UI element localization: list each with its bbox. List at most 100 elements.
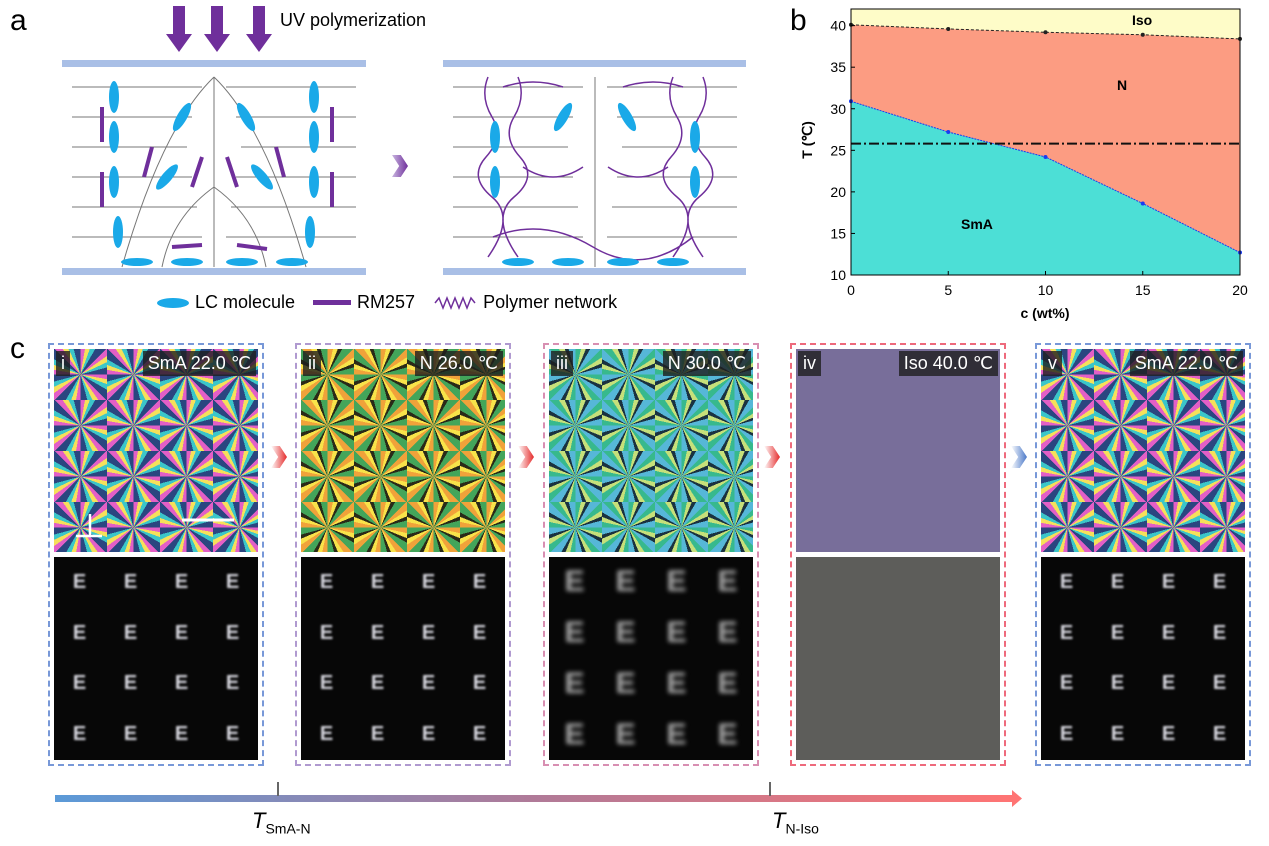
region-label: SmA <box>961 216 993 232</box>
e-pattern: E <box>225 621 240 644</box>
e-pattern: E <box>421 621 436 644</box>
point-n-iso <box>946 26 951 31</box>
e-pattern: E <box>1212 672 1227 695</box>
e-pattern: E <box>564 565 585 599</box>
chevron-right-icon <box>271 446 287 468</box>
legend: LC molecule RM257 Polymer network <box>157 292 617 313</box>
chevron-right-icon <box>518 446 534 468</box>
e-pattern: E <box>472 672 487 695</box>
pom-image: v SmA 22.0 ℃ <box>1041 349 1245 552</box>
e-pattern: E <box>717 565 738 599</box>
pom-image: i SmA 22.0 ℃ <box>54 349 258 552</box>
chevron-right-icon <box>392 155 408 177</box>
top-substrate <box>443 60 746 67</box>
e-pattern: E <box>666 616 687 650</box>
phase-temperature: Iso 40.0 ℃ <box>898 351 998 376</box>
e-pattern: E <box>615 616 636 650</box>
diffraction-image <box>796 557 1000 760</box>
y-axis-label: T (℃) <box>799 121 815 159</box>
e-pattern: E <box>72 621 87 644</box>
point-n-iso <box>1043 30 1048 35</box>
t-subscript: N-Iso <box>785 820 819 837</box>
panel-b-label: b <box>790 4 807 37</box>
e-pattern: E <box>370 621 385 644</box>
e-pattern: E <box>1110 723 1125 746</box>
bottom-substrate <box>62 268 366 275</box>
polarizer-scale-icon <box>76 514 234 538</box>
phase-temperature: SmA 22.0 ℃ <box>142 351 256 376</box>
e-pattern: E <box>1212 723 1227 746</box>
t-symbol: T <box>772 808 786 833</box>
e-pattern: E <box>370 723 385 746</box>
top-substrate <box>62 60 366 67</box>
e-pattern: E <box>123 621 138 644</box>
e-pattern: E <box>666 565 687 599</box>
chevron-right-icon <box>1011 446 1027 468</box>
e-pattern: E <box>1161 672 1176 695</box>
e-pattern: E <box>1161 621 1176 644</box>
polymer-network-icon <box>434 295 476 310</box>
e-pattern: E <box>666 666 687 700</box>
pom-image: iii N 30.0 ℃ <box>549 349 753 552</box>
legend-polymer: Polymer network <box>483 292 618 312</box>
e-pattern: E <box>319 621 334 644</box>
rm257-icon <box>313 300 352 305</box>
e-pattern: E <box>319 570 334 593</box>
e-pattern: E <box>319 723 334 746</box>
e-pattern: E <box>717 616 738 650</box>
bottom-substrate <box>443 268 746 275</box>
region-smA <box>851 101 1240 275</box>
phase-temperature: N 30.0 ℃ <box>662 351 751 376</box>
point-smA-n <box>1043 154 1048 159</box>
e-pattern: E <box>1212 621 1227 644</box>
x-tick-label: 5 <box>944 282 952 298</box>
e-pattern: E <box>717 717 738 751</box>
y-tick-label: 30 <box>830 101 846 117</box>
e-pattern: E <box>72 723 87 746</box>
e-pattern: E <box>472 621 487 644</box>
y-tick-label: 15 <box>830 225 846 241</box>
e-pattern: E <box>72 672 87 695</box>
panel-number: iv <box>798 351 821 376</box>
phase-temperature: N 26.0 ℃ <box>414 351 503 376</box>
e-pattern: E <box>370 672 385 695</box>
e-pattern: E <box>615 717 636 751</box>
e-pattern: E <box>615 666 636 700</box>
x-axis-label: c (wt%) <box>1021 305 1070 321</box>
e-pattern: E <box>1059 621 1074 644</box>
panel-number: iii <box>551 351 573 376</box>
panel-c-label: c <box>10 332 25 365</box>
e-pattern: E <box>564 616 585 650</box>
e-pattern: E <box>225 723 240 746</box>
e-pattern: E <box>717 666 738 700</box>
y-tick-label: 35 <box>830 59 846 75</box>
e-pattern: E <box>123 723 138 746</box>
x-tick-label: 0 <box>847 282 855 298</box>
x-tick-label: 15 <box>1135 282 1151 298</box>
e-pattern: E <box>421 570 436 593</box>
y-tick-label: 25 <box>830 142 846 158</box>
e-pattern: E <box>564 666 585 700</box>
y-tick-label: 20 <box>830 184 846 200</box>
x-tick-label: 20 <box>1232 282 1248 298</box>
legend-lc: LC molecule <box>195 292 296 312</box>
pom-image: ii N 26.0 ℃ <box>301 349 505 552</box>
lc-before-diagram <box>72 76 356 268</box>
e-pattern: E <box>472 723 487 746</box>
panel-a-label: a <box>10 4 27 37</box>
e-pattern: E <box>1161 723 1176 746</box>
e-pattern: E <box>472 570 487 593</box>
e-pattern: E <box>225 672 240 695</box>
panel-number: i <box>56 351 70 376</box>
y-tick-label: 40 <box>830 18 846 34</box>
chevron-right-icon <box>764 446 780 468</box>
e-pattern: E <box>174 570 189 593</box>
e-pattern: E <box>421 723 436 746</box>
y-tick-label: 10 <box>830 267 846 283</box>
